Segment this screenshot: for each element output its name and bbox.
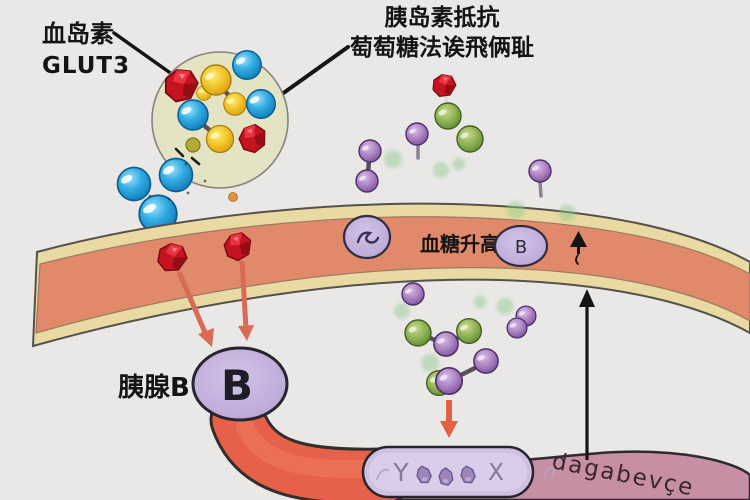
signal-arrows-to-pancreas <box>176 260 254 347</box>
glucose-yellow-icon <box>205 124 235 154</box>
annotation-resistance: 胰岛素抵抗 萄萄糖法诶飛俩耻 <box>350 4 534 61</box>
molecule-purple-icon <box>401 282 425 306</box>
soft-green-blobs <box>394 295 514 372</box>
molecule-purple-icon <box>434 366 464 396</box>
molecule-cluster-below <box>394 282 537 438</box>
orange-dot <box>228 192 238 202</box>
glucose-yellow-icon <box>223 92 247 116</box>
molecule-purple-icon <box>528 159 552 183</box>
faint-mark <box>376 468 389 480</box>
glucose-blue-icon <box>232 50 262 80</box>
molecule-purple-icon <box>473 348 499 374</box>
molecule-purple-icon <box>355 169 379 193</box>
pancreas-cell-b-label: B <box>221 361 253 410</box>
pancreas-beta-cell: B <box>191 346 289 422</box>
vessel-cell-b-label: B <box>515 237 527 258</box>
glucose-blue-icon <box>116 166 152 202</box>
molecule-purple-icon <box>506 317 528 339</box>
molecule-green-icon <box>455 317 483 345</box>
motion-dash <box>174 147 185 158</box>
vessel-cell-squiggle <box>342 214 392 260</box>
down-arrow-coral <box>440 400 458 438</box>
feedback-up-arrow <box>579 289 595 460</box>
molecule-green-icon <box>404 319 432 347</box>
receptor-box: Y X <box>361 445 535 499</box>
insulin-molecules-above <box>355 71 576 222</box>
glucose-blue-icon <box>177 99 209 131</box>
glucose-blue-icon <box>158 157 194 193</box>
molecule-purple-icon <box>405 122 429 146</box>
glucose-blue-icon <box>246 89 276 119</box>
molecule-bond <box>456 364 480 379</box>
faint-mark <box>543 465 555 479</box>
receptor-symbol-y: Y <box>392 458 409 487</box>
glucose-yellow-icon <box>200 64 232 96</box>
leader-line-glut3 <box>112 31 178 79</box>
annotation-glut3-line2: GLUT3 <box>42 53 130 79</box>
molecule-purple-icon <box>358 139 382 163</box>
lollipop-stem <box>538 180 543 198</box>
pancreas-label: 胰腺B <box>118 373 190 403</box>
annotation-glut3-line1: 血岛素 <box>42 20 114 48</box>
molecule-purple-icon <box>433 331 459 357</box>
molecule-green-icon <box>456 125 484 153</box>
pancreas-duct <box>209 391 414 500</box>
soft-green-blobs <box>384 150 576 222</box>
motion-dash <box>190 156 201 166</box>
annotation-resistance-line2: 萄萄糖法诶飛俩耻 <box>350 34 534 61</box>
vessel-cell-b: B <box>493 224 549 268</box>
annotation-resistance-line1: 胰岛素抵抗 <box>384 4 500 31</box>
squiggle-glyph <box>356 231 380 244</box>
annotation-glut3: 血岛素 GLUT3 <box>42 20 130 79</box>
receptor-symbol-x: X <box>488 460 504 486</box>
vessel-rise-text: 血糖升高 <box>420 232 500 256</box>
small-up-arrow-icon <box>570 231 587 265</box>
small-olive-molecule <box>185 137 201 153</box>
magnifier-circle <box>151 50 289 189</box>
molecule-green-icon <box>434 102 462 130</box>
